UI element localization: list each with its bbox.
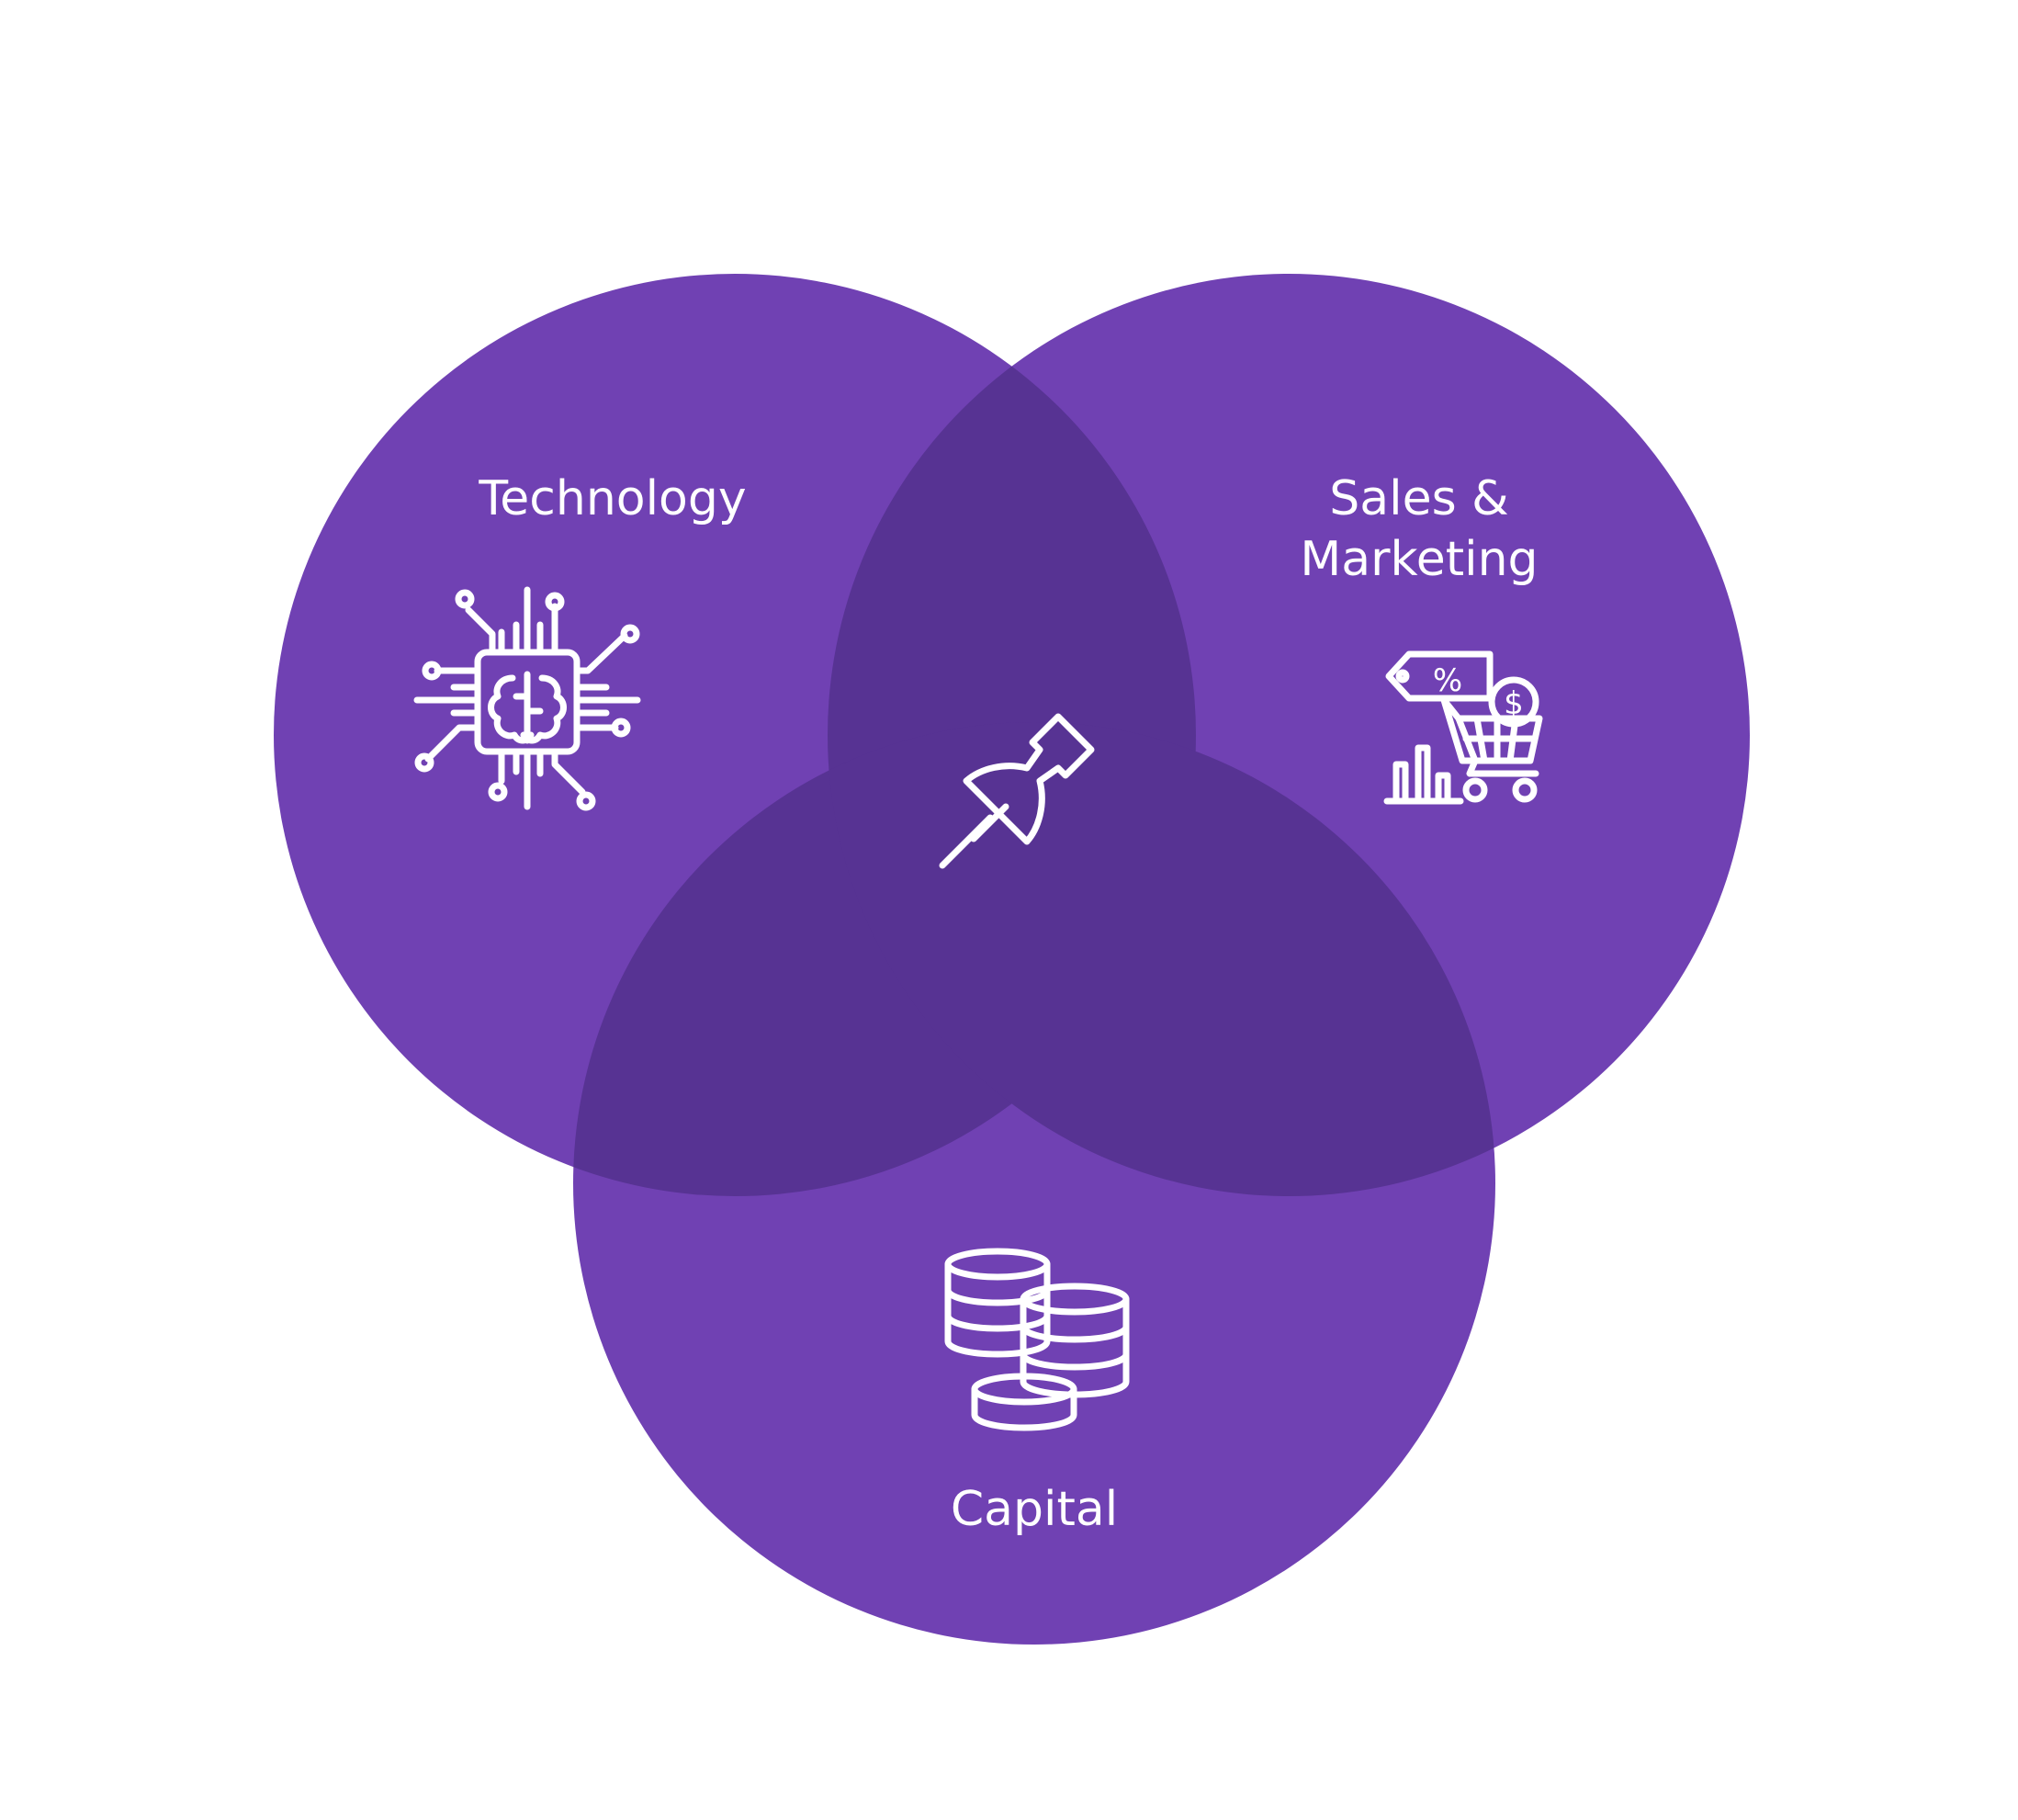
capital-label: Capital [951,1482,1118,1537]
coin-stacks-icon [944,1248,1130,1431]
technology-label: Technology [478,471,746,526]
shopping-cart-sale-icon: % $ [1383,650,1543,805]
sales-marketing-label-line1: Sales & [1329,471,1508,526]
ai-chip-brain-icon [413,586,641,811]
svg-text:%: % [1433,662,1462,699]
sales-marketing-label-line2: Marketing [1300,532,1538,587]
svg-text:$: $ [1504,685,1524,722]
push-pin-icon [939,713,1095,869]
